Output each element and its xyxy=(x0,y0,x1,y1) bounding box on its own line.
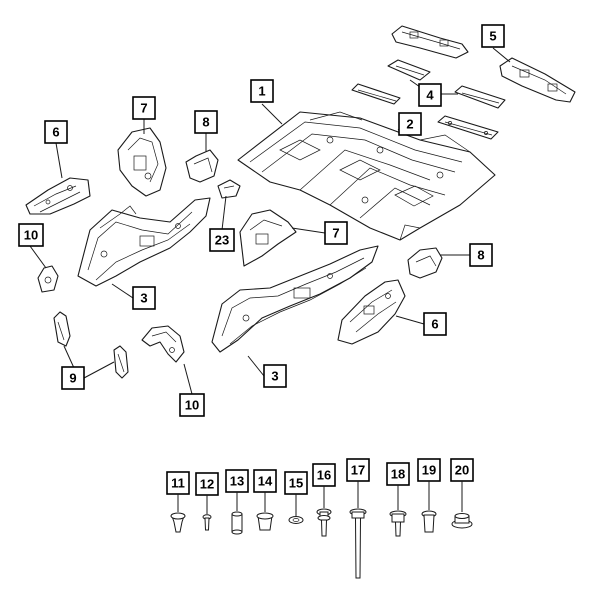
svg-text:1: 1 xyxy=(258,84,265,99)
callout-3-right: 3 xyxy=(263,364,287,388)
crossmember-part-2 xyxy=(437,115,499,140)
callout-14: 14 xyxy=(253,469,277,493)
callout-17: 17 xyxy=(346,458,370,482)
callout-19: 19 xyxy=(417,458,441,482)
callout-16: 16 xyxy=(312,463,336,487)
fastener-19-rivet-nut xyxy=(421,510,437,533)
inner-panel-part-7-right xyxy=(239,209,297,267)
rear-rail-part-6-right xyxy=(337,279,406,345)
fastener-13-bushing xyxy=(231,511,243,535)
svg-text:8: 8 xyxy=(477,248,484,263)
svg-text:23: 23 xyxy=(215,233,229,248)
callout-12: 12 xyxy=(195,472,219,496)
callout-6-left: 6 xyxy=(44,120,68,144)
svg-text:3: 3 xyxy=(271,369,278,384)
svg-text:7: 7 xyxy=(332,226,339,241)
floor-pan-assembly xyxy=(237,111,496,241)
frame-rail-part-3-left xyxy=(77,197,211,287)
svg-text:6: 6 xyxy=(52,125,59,140)
svg-text:7: 7 xyxy=(140,101,147,116)
svg-text:11: 11 xyxy=(171,476,185,491)
callout-4: 4 xyxy=(418,83,442,107)
svg-text:17: 17 xyxy=(351,463,365,478)
callout-15: 15 xyxy=(284,471,308,495)
fastener-16-flange-bolt xyxy=(316,508,332,537)
fastener-leader-lines xyxy=(177,481,463,516)
svg-text:14: 14 xyxy=(258,474,273,489)
fastener-14-nut-retainer xyxy=(256,512,274,531)
fastener-17-long-bolt xyxy=(349,508,367,579)
bracket-part-8-right xyxy=(407,247,443,279)
front-rail-extension-part-6-left xyxy=(25,177,91,215)
callout-2: 2 xyxy=(398,112,422,136)
callout-7-right: 7 xyxy=(324,221,348,245)
svg-text:4: 4 xyxy=(426,88,434,103)
svg-text:9: 9 xyxy=(69,371,76,386)
fastener-12-screw xyxy=(202,514,212,531)
callout-7-left: 7 xyxy=(132,96,156,120)
fastener-18-bolt xyxy=(389,510,407,537)
leader-lines xyxy=(29,47,511,395)
svg-text:3: 3 xyxy=(140,291,147,306)
crossmember-part-4 xyxy=(351,59,506,109)
svg-text:19: 19 xyxy=(422,463,436,478)
callout-3-left: 3 xyxy=(132,286,156,310)
svg-text:16: 16 xyxy=(317,468,331,483)
callout-10-lower: 10 xyxy=(179,393,205,417)
inner-panel-part-7-left xyxy=(117,127,167,197)
callout-8-right: 8 xyxy=(469,243,493,267)
callout-8-left: 8 xyxy=(194,110,218,134)
svg-text:18: 18 xyxy=(391,467,405,482)
svg-text:15: 15 xyxy=(289,476,303,491)
svg-text:5: 5 xyxy=(489,29,496,44)
small-bracket-part-23 xyxy=(217,179,241,199)
callout-13: 13 xyxy=(225,469,249,493)
frame-rail-part-3-right xyxy=(211,245,379,353)
fastener-15-grommet xyxy=(288,516,304,524)
reinforcement-part-9 xyxy=(53,311,129,379)
svg-text:10: 10 xyxy=(24,228,38,243)
bracket-part-10-upper xyxy=(37,265,59,293)
callout-10-upper: 10 xyxy=(18,223,44,247)
callout-20: 20 xyxy=(450,458,474,482)
bracket-part-10-lower xyxy=(141,325,185,363)
svg-text:20: 20 xyxy=(455,463,469,478)
callout-6-right: 6 xyxy=(423,312,447,336)
svg-text:2: 2 xyxy=(406,117,413,132)
callout-9: 9 xyxy=(61,366,85,390)
bracket-part-8-left xyxy=(185,149,219,183)
callout-18: 18 xyxy=(386,462,410,486)
svg-text:6: 6 xyxy=(431,317,438,332)
rear-crossmember-part-5 xyxy=(391,25,576,103)
svg-text:13: 13 xyxy=(230,474,244,489)
callout-23: 23 xyxy=(209,228,235,252)
fastener-11-pushpin xyxy=(170,512,186,533)
callout-5: 5 xyxy=(481,24,505,48)
svg-text:8: 8 xyxy=(202,115,209,130)
callout-1: 1 xyxy=(250,79,274,103)
callout-11: 11 xyxy=(166,471,190,495)
svg-text:10: 10 xyxy=(185,398,199,413)
svg-text:12: 12 xyxy=(200,477,214,492)
fastener-20-flange-nut xyxy=(451,513,473,529)
